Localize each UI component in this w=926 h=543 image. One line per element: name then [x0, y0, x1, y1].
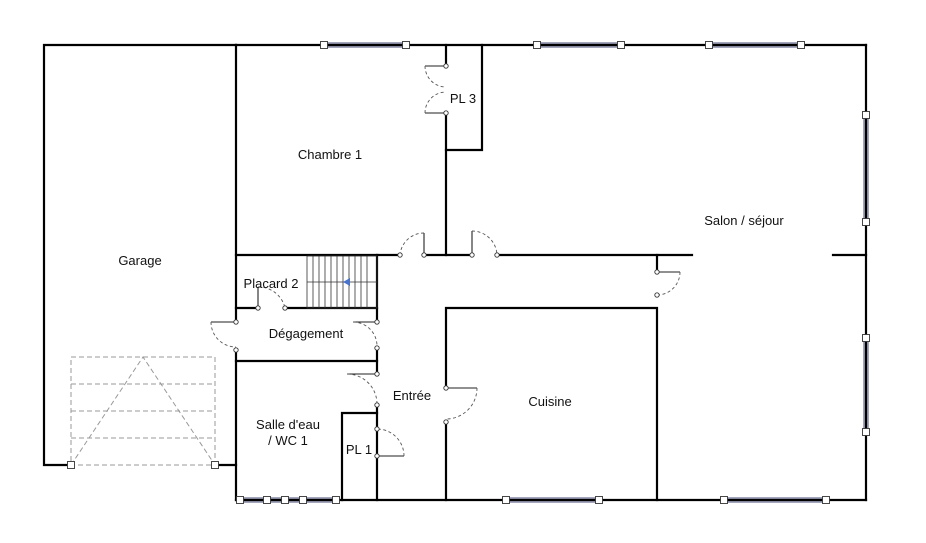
room-label-salle-eau-line2: / WC 1 [268, 433, 308, 448]
door-salon-side [654, 269, 681, 298]
room-label-chambre: Chambre 1 [297, 147, 363, 162]
window-salle-eau [236, 496, 340, 504]
door-pl3 [424, 63, 449, 116]
cuisine-walls [444, 306, 659, 502]
room-label-salon: Salon / séjour [704, 213, 784, 228]
window-chambre [320, 41, 410, 49]
garage-door [67, 356, 219, 469]
window-cuisine [502, 496, 603, 504]
staircase [306, 255, 378, 309]
door-salon-corridor [469, 230, 500, 258]
room-label-pl3: PL 3 [449, 91, 477, 106]
stair-direction-arrow [343, 278, 350, 286]
pl3-closet-wall [444, 43, 484, 152]
walls [42, 43, 868, 502]
room-label-pl1: PL 1 [345, 442, 373, 457]
pl1-closet-wall [340, 411, 379, 502]
door-garage [210, 319, 239, 353]
doors [210, 63, 681, 459]
window-salon-right-1 [862, 111, 870, 226]
window-salon-bottom [720, 496, 830, 504]
room-label-salle-eau-line1: Salle d'eau [256, 417, 320, 432]
door-salle-eau [346, 371, 380, 408]
windows [236, 41, 870, 504]
room-label-garage: Garage [118, 253, 162, 268]
room-label-salle-eau: Salle d'eau / WC 1 [256, 417, 320, 449]
room-label-placard2: Placard 2 [243, 276, 299, 291]
room-label-degagement: Dégagement [268, 326, 344, 341]
window-salon-top-1 [533, 41, 625, 49]
room-label-cuisine: Cuisine [528, 394, 572, 409]
window-salon-right-2 [862, 334, 870, 436]
door-degagement [352, 319, 380, 351]
room-label-entree: Entrée [392, 388, 432, 403]
door-placard2 [255, 286, 288, 311]
door-chambre [397, 232, 427, 258]
door-pl1 [374, 426, 405, 459]
door-cuisine [443, 385, 478, 425]
window-salon-top-2 [705, 41, 805, 49]
